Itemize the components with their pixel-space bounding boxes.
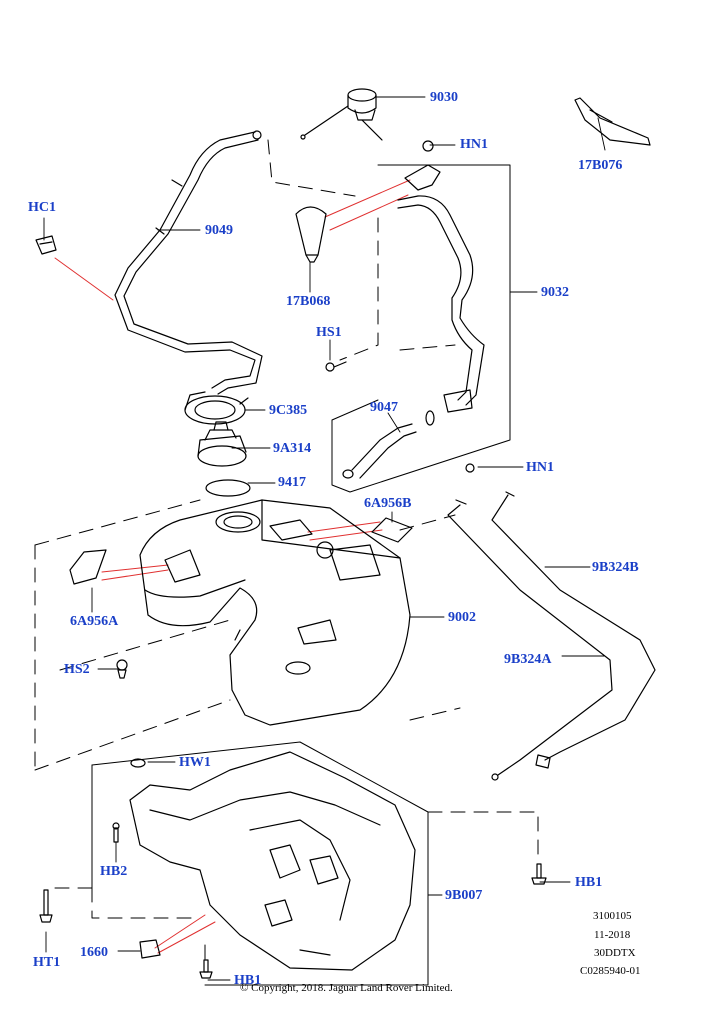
callout-hb2: HB2 bbox=[100, 864, 128, 879]
callout-9049: 9049 bbox=[205, 223, 233, 238]
callout-6A956A: 6A956A bbox=[70, 614, 119, 629]
reference-lines-red bbox=[54, 179, 411, 954]
callout-hb1-right: HB1 bbox=[575, 875, 603, 890]
callout-17B068: 17B068 bbox=[286, 294, 331, 309]
callout-9047: 9047 bbox=[370, 400, 398, 415]
fuel-cap-part bbox=[300, 88, 383, 141]
callout-hs2: HS2 bbox=[64, 662, 90, 677]
fuel-pump-part bbox=[197, 421, 247, 467]
callout-9B007: 9B007 bbox=[445, 888, 483, 903]
assembly-guide-lines bbox=[34, 139, 539, 966]
copyright-notice: © Copyright, 2018. Jaguar Land Rover Lim… bbox=[240, 982, 453, 994]
heat-shield-part bbox=[574, 97, 651, 146]
seal-9417-part bbox=[205, 479, 251, 497]
vent-pipe-9049-part bbox=[114, 130, 263, 395]
group-frames bbox=[91, 164, 511, 986]
leader-lines bbox=[43, 96, 606, 981]
callout-6A956B: 6A956B bbox=[364, 496, 412, 511]
callout-hn1-top: HN1 bbox=[460, 137, 488, 152]
callout-9030: 9030 bbox=[430, 90, 458, 105]
callout-hs1: HS1 bbox=[316, 325, 342, 340]
callout-9032: 9032 bbox=[541, 285, 569, 300]
callout-ht1: HT1 bbox=[33, 955, 61, 970]
hose-9047-part bbox=[342, 410, 435, 479]
callout-hb1-bottom: HB1 bbox=[234, 973, 262, 988]
tank-heat-shield-part bbox=[129, 751, 416, 971]
callout-hc1: HC1 bbox=[28, 200, 56, 215]
insulation-pads-part bbox=[69, 517, 413, 585]
diagram-date: 11-2018 bbox=[594, 929, 631, 941]
callout-1660: 1660 bbox=[80, 945, 108, 960]
diagram-code: 30DDTX bbox=[594, 947, 636, 959]
nozzle-guide-part bbox=[295, 206, 327, 263]
fuel-tank-9002-part bbox=[139, 499, 411, 726]
bolt-hs2-part bbox=[116, 659, 128, 679]
callout-9A314: 9A314 bbox=[273, 441, 312, 456]
callout-9B324A: 9B324A bbox=[504, 652, 552, 667]
callout-9C385: 9C385 bbox=[269, 403, 308, 418]
filler-neck-part bbox=[397, 140, 485, 473]
callout-9417: 9417 bbox=[278, 475, 306, 490]
clip-hs1-part bbox=[325, 361, 347, 372]
callout-hn1-low: HN1 bbox=[526, 460, 554, 475]
callout-9002: 9002 bbox=[448, 610, 476, 625]
fuel-lines-part bbox=[447, 491, 656, 781]
callout-hw1: HW1 bbox=[179, 755, 211, 770]
image-id: C0285940-01 bbox=[580, 965, 641, 977]
ref-number: 3100105 bbox=[593, 910, 632, 922]
fasteners-part bbox=[39, 822, 547, 979]
callout-17B076: 17B076 bbox=[578, 158, 623, 173]
clip-hc1-part bbox=[35, 235, 57, 255]
callout-9B324B: 9B324B bbox=[592, 560, 639, 575]
lock-ring-part bbox=[184, 391, 249, 425]
